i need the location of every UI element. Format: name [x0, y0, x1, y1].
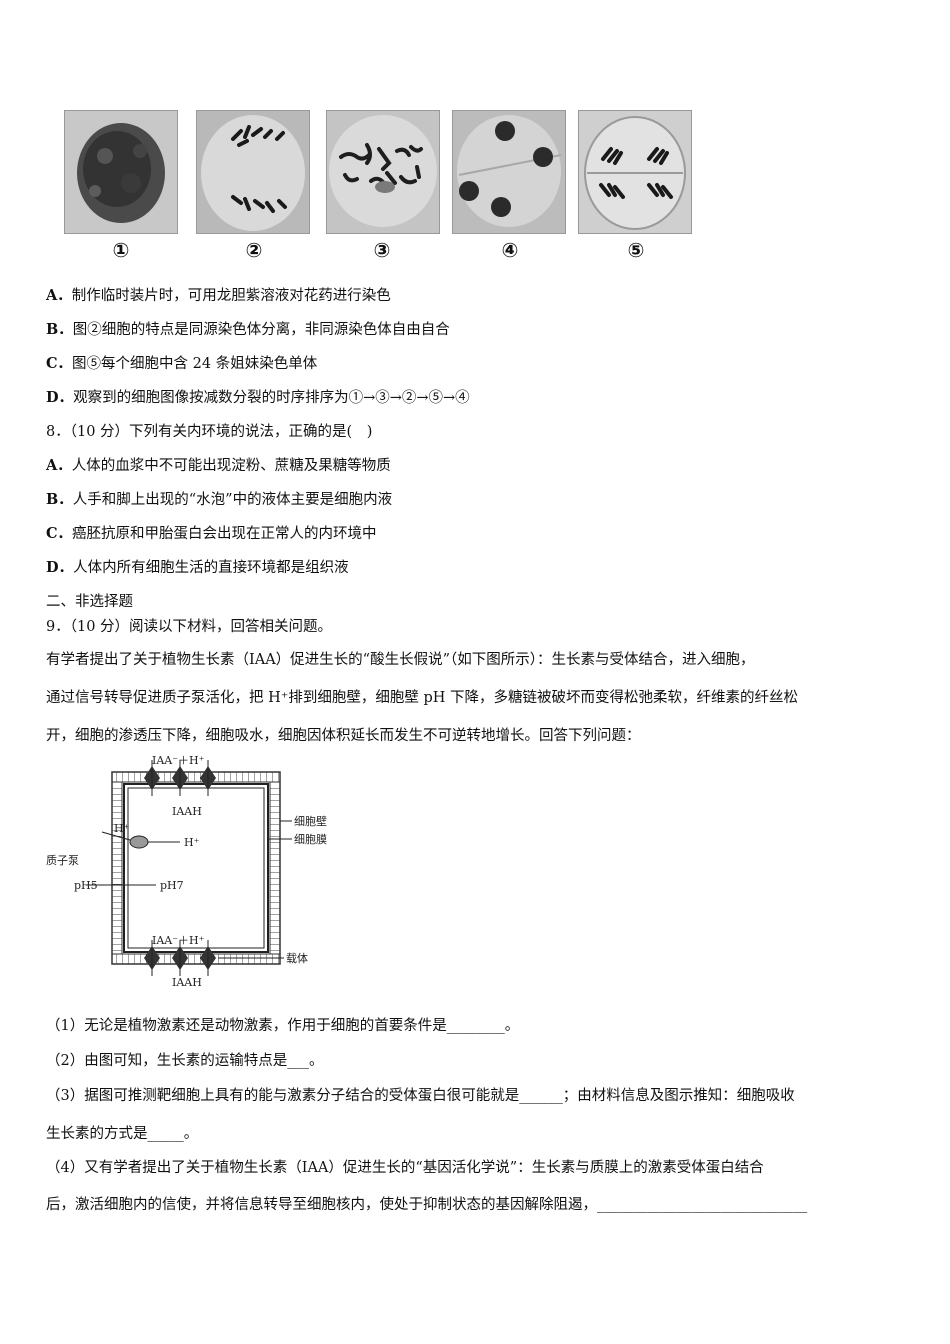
ph-inside-label: pH7 — [160, 879, 184, 892]
figure-label-1: ① — [112, 238, 130, 262]
q9-stem: 9．（10 分）阅读以下材料，回答相关问题。 — [46, 619, 333, 635]
h-outside-label: H⁺ — [114, 822, 130, 835]
q7-option-b: B．图②细胞的特点是同源染色体分离，非同源染色体自由自合 — [46, 321, 450, 338]
carrier-label: 载体 — [286, 951, 308, 965]
micrograph-1 — [64, 110, 178, 234]
acid-growth-diagram: IAA⁻＋H⁺ IAAH IAA⁻＋H⁺ IAAH 细胞壁 细胞膜 H⁺ H⁺ … — [44, 752, 364, 992]
q7-option-d: D．观察到的细胞图像按减数分裂的时序排序为①→③→②→⑤→④ — [46, 389, 470, 406]
q8-option-c: C．癌胚抗原和甲胎蛋白会出现在正常人的内环境中 — [46, 525, 377, 542]
cell-wall-label: 细胞壁 — [294, 814, 327, 828]
q7-option-c: C．图⑤每个细胞中含 24 条姐妹染色单体 — [46, 355, 318, 372]
figure-label-4: ④ — [501, 238, 519, 262]
q9-sub-1: （1）无论是植物激素还是动物激素，作用于细胞的首要条件是________。 — [46, 1018, 520, 1034]
q9-paragraph-line-3: 开，细胞的渗透压下降，细胞吸水，细胞因体积延长而发生不可逆转地增长。回答下列问题… — [46, 728, 641, 744]
figure-label-3: ③ — [373, 238, 391, 262]
q8-stem: 8．（10 分）下列有关内环境的说法，正确的是( ) — [46, 424, 373, 440]
micrograph-5 — [578, 110, 692, 234]
section-2-title: 二、非选择题 — [46, 594, 133, 610]
q8-option-b: B．人手和脚上出现的“水泡”中的液体主要是细胞内液 — [46, 491, 393, 508]
figure-label-5: ⑤ — [627, 238, 645, 262]
q7-option-a: A．制作临时装片时，可用龙胆紫溶液对花药进行染色 — [46, 287, 391, 304]
bottom-iaah-label: IAAH — [172, 976, 202, 989]
micrograph-4 — [452, 110, 566, 234]
q9-sub-2: （2）由图可知，生长素的运输特点是___。 — [46, 1053, 324, 1069]
q9-sub-4-line-1: （4）又有学者提出了关于植物生长素（IAA）促进生长的“基因活化学说”：生长素与… — [46, 1160, 764, 1176]
figure-label-2: ② — [245, 238, 263, 262]
micrograph-figure: ① ② — [64, 110, 692, 268]
q9-sub-4-line-2: 后，激活细胞内的信使，并将信息转导至细胞核内，使处于抑制状态的基因解除阻遏，__… — [46, 1197, 808, 1213]
q9-paragraph-line-1: 有学者提出了关于植物生长素（IAA）促进生长的“酸生长假说”（如下图所示）：生长… — [46, 652, 755, 668]
top-iaah-label: IAAH — [172, 805, 202, 818]
proton-pump-label: 质子泵 — [46, 854, 79, 867]
ph-outside-label: pH5 — [74, 879, 98, 892]
h-inside-label: H⁺ — [184, 836, 200, 849]
q9-paragraph-line-2: 通过信号转导促进质子泵活化，把 H⁺排到细胞壁，细胞壁 pH 下降，多糖链被破坏… — [46, 690, 799, 706]
micrograph-3 — [326, 110, 440, 234]
q8-option-a: A．人体的血浆中不可能出现淀粉、蔗糖及果糖等物质 — [46, 457, 391, 474]
cell-membrane-label: 细胞膜 — [294, 833, 327, 846]
top-ion-label: IAA⁻＋H⁺ — [152, 754, 205, 767]
q8-option-d: D．人体内所有细胞生活的直接环境都是组织液 — [46, 559, 349, 576]
micrograph-2 — [196, 110, 310, 234]
bottom-ion-label: IAA⁻＋H⁺ — [152, 934, 205, 947]
q9-sub-3-line-2: 生长素的方式是_____。 — [46, 1126, 199, 1142]
q9-sub-3-line-1: （3）据图可推测靶细胞上具有的能与激素分子结合的受体蛋白很可能就是______；… — [46, 1088, 795, 1104]
